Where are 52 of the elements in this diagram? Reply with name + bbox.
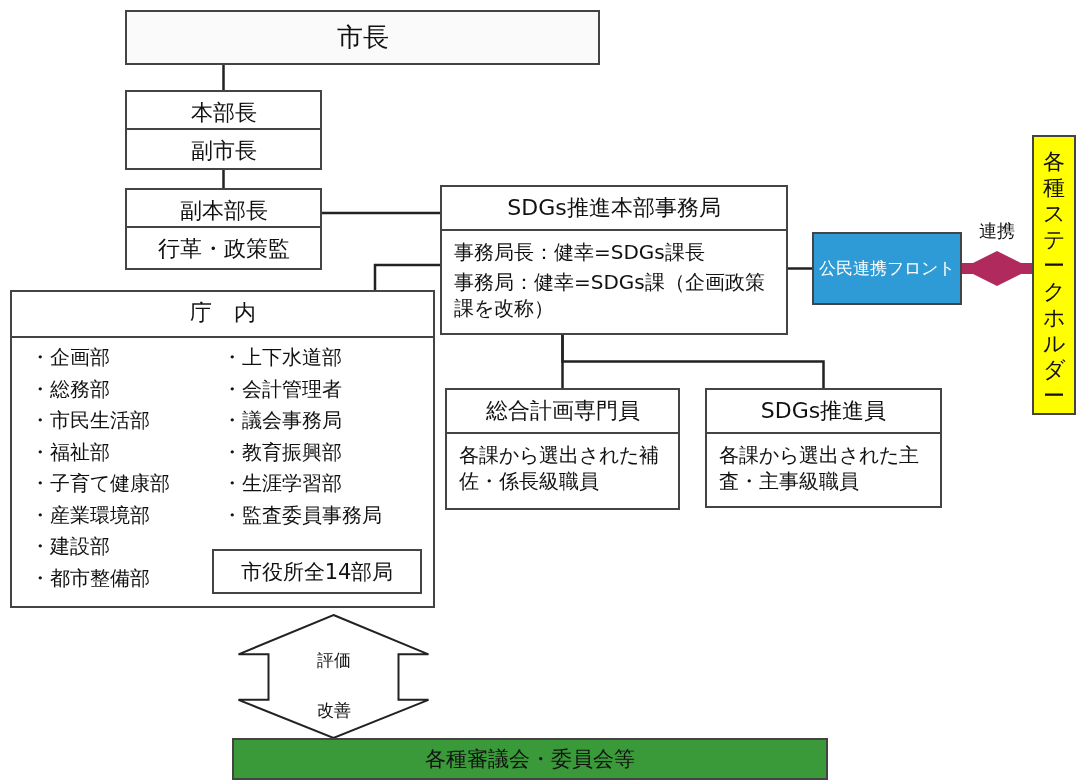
org-box bbox=[125, 90, 322, 170]
org-box bbox=[232, 738, 828, 780]
connector-line bbox=[788, 267, 812, 270]
org-box bbox=[125, 188, 322, 270]
double-arrow bbox=[962, 250, 1032, 287]
box-heading: 副本部長 bbox=[127, 190, 320, 228]
connector-line bbox=[561, 335, 825, 388]
list-item: ・議会事務局 bbox=[222, 407, 342, 434]
box-text: 公民連携フロント bbox=[818, 257, 956, 280]
box-text: 各課から選出された主査・主事級職員 bbox=[718, 442, 920, 495]
list-item: ・産業環境部 bbox=[30, 501, 150, 529]
org-box bbox=[705, 388, 942, 508]
list-item: ・福祉部 bbox=[30, 438, 110, 466]
block-arrow bbox=[237, 613, 430, 740]
edge-label: 評価改善 bbox=[315, 649, 352, 722]
box-heading: 庁 内 bbox=[12, 292, 433, 338]
box-heading: SDGs推進員 bbox=[707, 390, 940, 434]
org-box bbox=[125, 10, 600, 65]
connector-line bbox=[222, 65, 225, 90]
edge-label: 連携 bbox=[978, 218, 1016, 243]
box-text: 事務局長：健幸=SDGs課長 bbox=[453, 239, 706, 266]
connector-line bbox=[373, 263, 440, 290]
box-text: 副市長 bbox=[189, 137, 258, 165]
list-item: ・教育振興部 bbox=[222, 438, 342, 466]
connector-line bbox=[222, 170, 225, 188]
vertical-text-box bbox=[1032, 135, 1076, 415]
org-box bbox=[445, 388, 680, 510]
box-heading: 総合計画専門員 bbox=[447, 390, 678, 434]
list-item: ・建設部 bbox=[30, 533, 110, 560]
box-text: 行革・政策監 bbox=[156, 235, 291, 263]
box-text: 市長 bbox=[335, 21, 390, 54]
box-text: 各種ステークホルダー bbox=[1043, 149, 1065, 409]
box-text: 事務局：健幸=SDGs課（企画政策課を改称） bbox=[453, 269, 766, 322]
department-panel bbox=[10, 290, 435, 608]
list-item: ・市民生活部 bbox=[30, 407, 150, 434]
box-text: 各課から選出された補佐・係長級職員 bbox=[458, 442, 660, 495]
list-item: ・上下水道部 bbox=[222, 344, 342, 371]
connector-line bbox=[322, 211, 440, 215]
list-item: ・都市整備部 bbox=[30, 564, 150, 592]
org-box bbox=[212, 549, 422, 594]
org-box bbox=[440, 185, 788, 335]
box-heading: SDGs推進本部事務局 bbox=[442, 187, 786, 231]
list-item: ・生涯学習部 bbox=[222, 470, 342, 497]
list-item: ・監査委員事務局 bbox=[222, 501, 382, 529]
box-text: 市役所全14部局 bbox=[239, 558, 395, 586]
list-item: ・企画部 bbox=[30, 344, 110, 371]
box-text: 各種審議会・委員会等 bbox=[424, 746, 636, 773]
org-box bbox=[812, 232, 962, 305]
box-heading: 本部長 bbox=[127, 92, 320, 130]
list-item: ・会計管理者 bbox=[222, 375, 342, 403]
list-item: ・子育て健康部 bbox=[30, 470, 170, 497]
list-item: ・総務部 bbox=[30, 375, 110, 403]
